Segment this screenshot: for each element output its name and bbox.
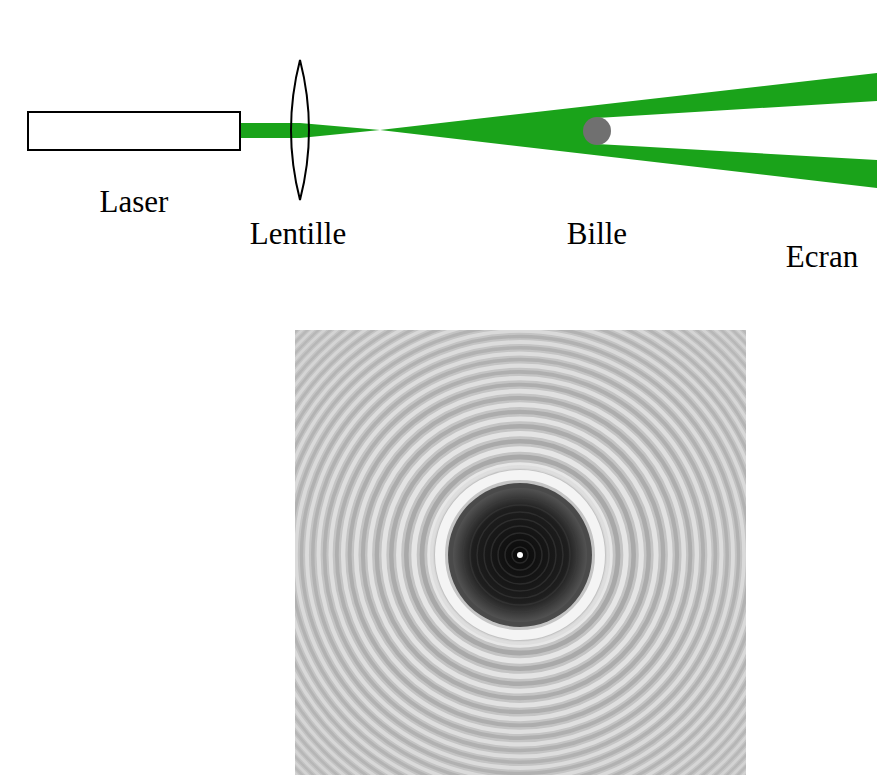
fringe (296, 331, 744, 775)
fringe (377, 412, 663, 698)
fringe (453, 488, 587, 622)
fringe (295, 330, 746, 775)
fringe (295, 330, 746, 775)
shadow (597, 101, 877, 160)
fringe (295, 330, 746, 775)
fringe (295, 330, 746, 775)
fringe (295, 330, 746, 775)
fringe (343, 378, 697, 732)
fringe (295, 330, 746, 775)
laser-beam (380, 73, 877, 188)
fringe (463, 498, 577, 612)
fringe (295, 330, 746, 775)
fringe (484, 519, 556, 591)
fringe (295, 330, 746, 775)
fringe (295, 330, 746, 775)
fringe (470, 505, 570, 605)
fringe (295, 330, 746, 775)
fringe (399, 434, 642, 677)
diffraction-pattern (295, 330, 746, 775)
fringe (391, 426, 648, 683)
fringe (491, 526, 549, 584)
fringe (295, 330, 746, 775)
fringe (414, 449, 626, 661)
fringe (350, 385, 691, 726)
fringe (295, 330, 746, 775)
lens (291, 60, 309, 200)
fringe (295, 330, 746, 775)
fringe (363, 398, 677, 712)
fringe (295, 330, 746, 775)
laser-body (28, 112, 240, 150)
fringe (307, 342, 733, 768)
fringe (440, 475, 600, 635)
fringe (406, 441, 633, 668)
fringe (295, 330, 746, 775)
fringe (517, 552, 523, 558)
fringe (356, 391, 684, 719)
fringe (295, 330, 746, 775)
fringe (295, 330, 746, 775)
fringe (295, 330, 746, 775)
fringe (313, 348, 727, 762)
fringe (295, 330, 746, 775)
fringe (295, 330, 746, 775)
fringe (295, 330, 746, 775)
fringe (295, 330, 746, 775)
fringe (477, 512, 563, 598)
fringe (295, 330, 746, 775)
fringe (432, 467, 608, 643)
fringe (295, 330, 746, 775)
fringe (295, 330, 746, 775)
part-label: Ecran (786, 241, 858, 272)
fringe (301, 336, 738, 773)
fringe (422, 457, 618, 653)
fringe (331, 366, 710, 745)
fringe (295, 330, 746, 775)
fringe (325, 360, 716, 751)
fringe (448, 483, 592, 627)
fringe (498, 533, 542, 577)
fringe (295, 330, 746, 775)
part-label: Lentille (250, 218, 346, 249)
fringe (295, 330, 746, 775)
fringe (295, 330, 746, 775)
fringe (337, 372, 703, 738)
fringe (295, 330, 746, 775)
fringe (295, 330, 746, 775)
fringe (295, 330, 746, 775)
fringe (430, 465, 610, 645)
fringe (384, 419, 656, 691)
fringe (295, 330, 746, 775)
ball (583, 117, 611, 145)
part-label: Laser (100, 186, 169, 217)
fringe (512, 547, 528, 563)
fringe (505, 540, 535, 570)
fringe (295, 330, 746, 775)
fringe (319, 354, 722, 757)
part-label: Bille (567, 218, 627, 249)
fringe (295, 330, 746, 775)
fringe (370, 405, 671, 706)
